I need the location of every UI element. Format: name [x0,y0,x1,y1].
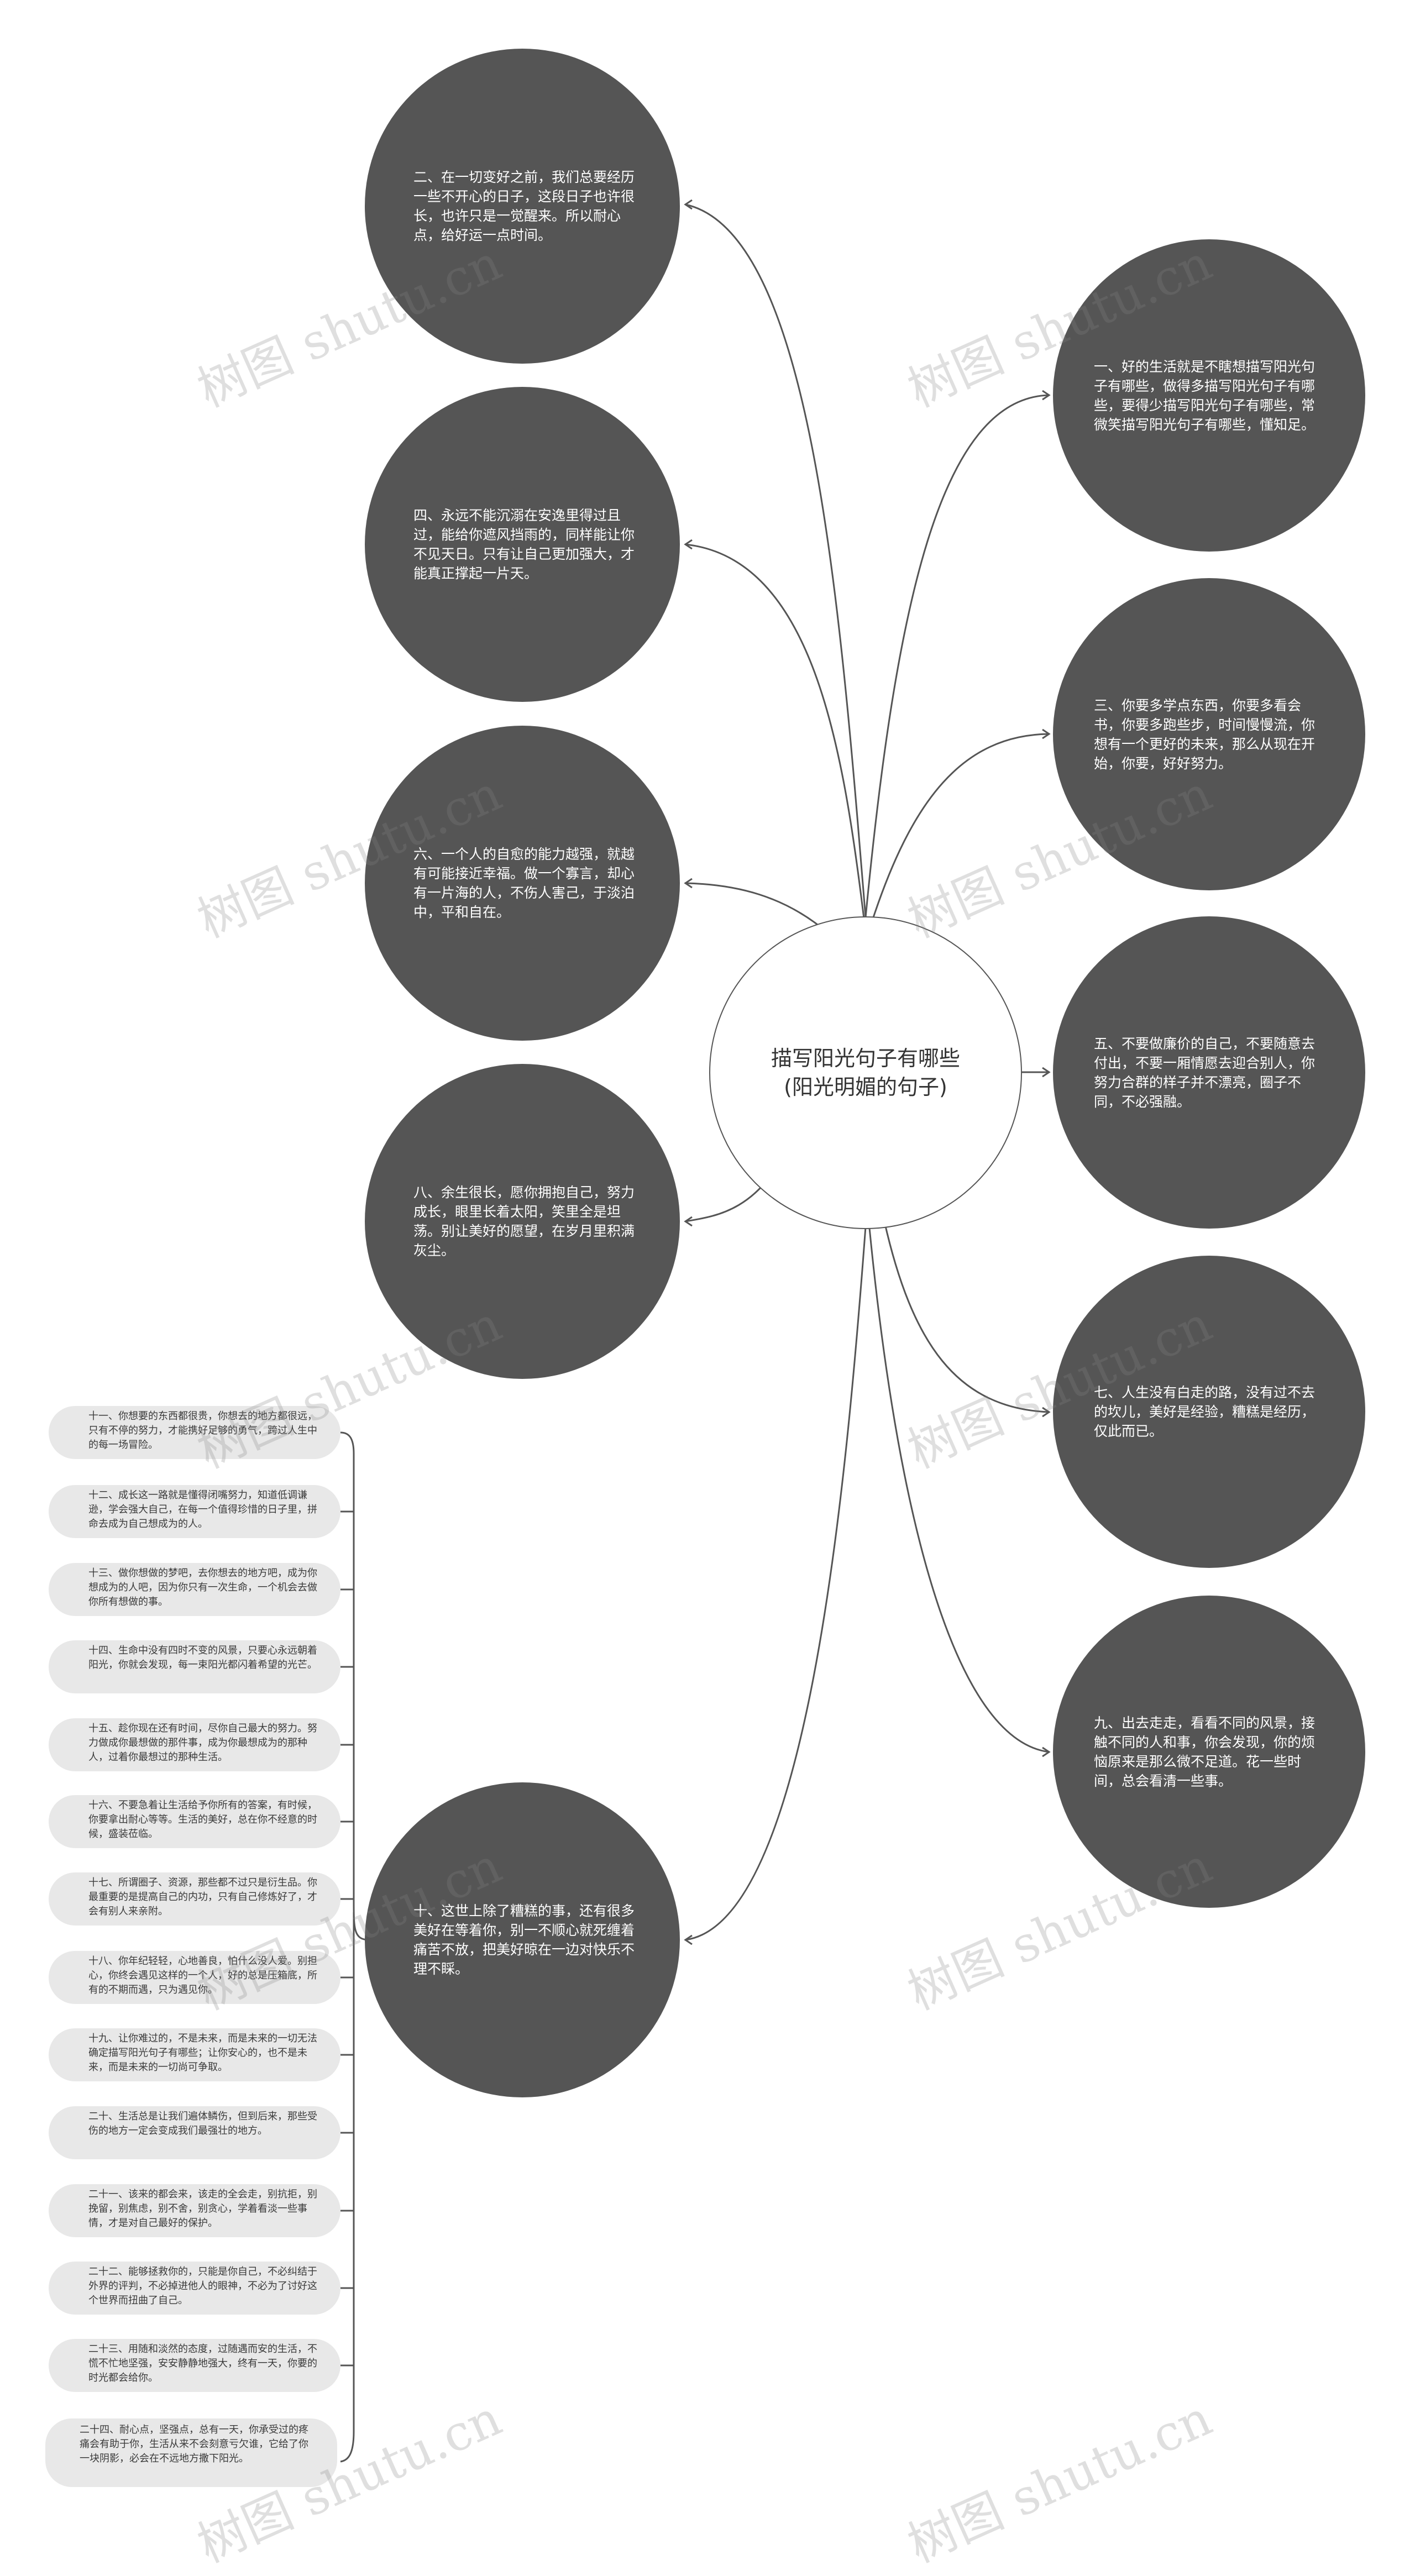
branch-6-text: 六、一个人的自愈的能力越强，就越有可能接近幸福。做一个寡言，却心有一片海的人，不… [413,846,635,920]
branch-1[interactable]: 一、好的生活就是不瞎想描写阳光句子有哪些，做得多描写阳光句子有哪些，要得少描写阳… [1053,239,1365,552]
branch-9-text: 九、出去走走，看看不同的风景，接触不同的人和事，你会发现，你的烦恼原来是那么微不… [1094,1714,1316,1789]
branch-5-text: 五、不要做廉价的自己，不要随意去付出，不要一厢情愿去迎合别人，你努力合群的样子并… [1094,1035,1316,1110]
leaf-22[interactable]: 二十二、能够拯救你的，只能是你自己，不必纠结于外界的评判，不必掉进他人的眼神，不… [49,2262,340,2315]
branch-1-text: 一、好的生活就是不瞎想描写阳光句子有哪些，做得多描写阳光句子有哪些，要得少描写阳… [1094,358,1316,433]
branch-2-text: 二、在一切变好之前，我们总要经历一些不开心的日子，这段日子也许很长，也许只是一觉… [413,169,635,243]
branch-7-text: 七、人生没有白走的路，没有过不去的坎儿，美好是经验，糟糕是经历，仅此而已。 [1094,1384,1316,1439]
leaf-24[interactable]: 二十四、耐心点，坚强点，总有一天，你承受过的疼痛会有助于你，生活从来不会刻意亏欠… [45,2418,337,2487]
leaf-15[interactable]: 十五、趁你现在还有时间，尽你自己最大的努力。努力做成你最想做的那件事，成为你最想… [49,1718,340,1771]
branch-3[interactable]: 三、你要多学点东西，你要多看会书，你要多跑些步，时间慢慢流，你想有一个更好的未来… [1053,578,1365,890]
leaf-16[interactable]: 十六、不要急着让生活给予你所有的答案，有时候，你要拿出耐心等等。生活的美好，总在… [49,1795,340,1848]
branch-7[interactable]: 七、人生没有白走的路，没有过不去的坎儿，美好是经验，糟糕是经历，仅此而已。 [1053,1256,1365,1568]
leaf-14[interactable]: 十四、生命中没有四时不变的风景，只要心永远朝着阳光，你就会发现，每一束阳光都闪着… [49,1640,340,1693]
root-topic-label: 描写阳光句子有哪些(阳光明媚的句子) [771,1046,960,1099]
leaf-11[interactable]: 十一、你想要的东西都很贵，你想去的地方都很远，只有不停的努力，才能携好足够的勇气… [49,1406,340,1459]
branch-9[interactable]: 九、出去走走，看看不同的风景，接触不同的人和事，你会发现，你的烦恼原来是那么微不… [1053,1596,1365,1908]
leaf-20[interactable]: 二十、生活总是让我们遍体鳞伤，但到后来，那些受伤的地方一定会变成我们最强壮的地方… [49,2106,340,2159]
branch-2[interactable]: 二、在一切变好之前，我们总要经历一些不开心的日子，这段日子也许很长，也许只是一觉… [365,49,680,364]
branch-8-text: 八、余生很长，愿你拥抱自己，努力成长，眼里长着太阳，笑里全是坦荡。别让美好的愿望… [413,1184,635,1258]
leaf-13[interactable]: 十三、做你想做的梦吧，去你想去的地方吧，成为你想成为的人吧，因为你只有一次生命，… [49,1563,340,1616]
leaf-17[interactable]: 十七、所谓圈子、资源，那些都不过只是衍生品。你最重要的是提高自己的内功，只有自己… [49,1872,340,1926]
branch-10[interactable]: 十、这世上除了糟糕的事，还有很多美好在等着你，别一不顺心就死缠着痛苦不放，把美好… [365,1782,680,2097]
branch-6[interactable]: 六、一个人的自愈的能力越强，就越有可能接近幸福。做一个寡言，却心有一片海的人，不… [365,726,680,1041]
leaf-18[interactable]: 十八、你年纪轻轻，心地善良，怕什么没人爱。别担心，你终会遇见这样的一个人，好的总… [49,1951,340,2004]
branch-3-text: 三、你要多学点东西，你要多看会书，你要多跑些步，时间慢慢流，你想有一个更好的未来… [1094,697,1316,772]
branch-4-text: 四、永远不能沉溺在安逸里得过且过，能给你遮风挡雨的，同样能让你不见天日。只有让自… [413,507,635,581]
leaf-12[interactable]: 十二、成长这一路就是懂得闭嘴努力，知道低调谦逊，学会强大自己，在每一个值得珍惜的… [49,1485,340,1538]
leaf-23[interactable]: 二十三、用随和淡然的态度，过随遇而安的生活，不慌不忙地坚强，安安静静地强大，终有… [49,2339,340,2392]
branch-4[interactable]: 四、永远不能沉溺在安逸里得过且过，能给你遮风挡雨的，同样能让你不见天日。只有让自… [365,387,680,702]
root-topic[interactable]: 描写阳光句子有哪些(阳光明媚的句子) [709,916,1022,1229]
branch-5[interactable]: 五、不要做廉价的自己，不要随意去付出，不要一厢情愿去迎合别人，你努力合群的样子并… [1053,916,1365,1229]
branch-10-text: 十、这世上除了糟糕的事，还有很多美好在等着你，别一不顺心就死缠着痛苦不放，把美好… [413,1903,635,1977]
branch-8[interactable]: 八、余生很长，愿你拥抱自己，努力成长，眼里长着太阳，笑里全是坦荡。别让美好的愿望… [365,1064,680,1379]
leaf-21[interactable]: 二十一、该来的都会来，该走的全会走，别抗拒，别挽留，别焦虑，别不舍，别贪心，学着… [49,2184,340,2237]
leaf-19[interactable]: 十九、让你难过的，不是未来，而是未来的一切无法确定描写阳光句子有哪些；让你安心的… [49,2028,340,2081]
